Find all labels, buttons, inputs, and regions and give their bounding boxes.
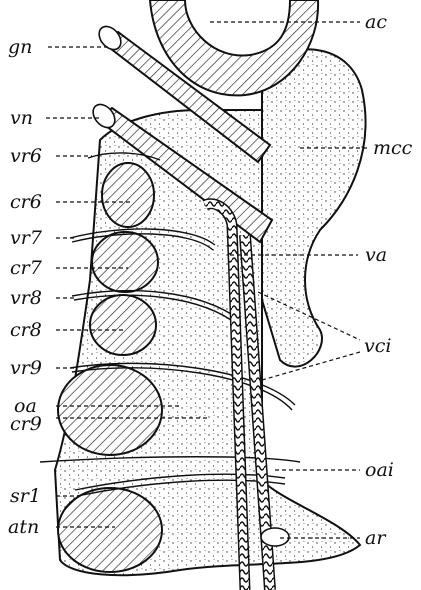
label-cr9: cr9 (10, 413, 42, 435)
label-mcc: mcc (373, 137, 413, 159)
atn-body (58, 488, 162, 572)
label-oai: oai (365, 459, 394, 481)
ar-ring (261, 528, 289, 546)
label-vr7: vr7 (10, 227, 43, 249)
cr7-body (92, 232, 158, 292)
label-vr8: vr8 (10, 287, 42, 309)
label-vr9: vr9 (10, 357, 42, 379)
label-gn: gn (8, 36, 32, 58)
cr8-body (90, 295, 156, 355)
label-cr6: cr6 (10, 191, 42, 213)
label-cr8: cr8 (10, 319, 42, 341)
label-vn: vn (10, 107, 33, 129)
cr9-body (58, 365, 162, 455)
label-atn: atn (8, 516, 39, 538)
label-sr1: sr1 (10, 485, 41, 507)
label-va: va (365, 244, 387, 266)
mcc-shape (262, 49, 366, 366)
cr6-body (102, 163, 154, 227)
label-cr7: cr7 (10, 257, 43, 279)
label-ac: ac (365, 11, 387, 33)
label-vci: vci (364, 335, 391, 357)
label-vr6: vr6 (10, 145, 42, 167)
label-ar: ar (365, 527, 387, 549)
